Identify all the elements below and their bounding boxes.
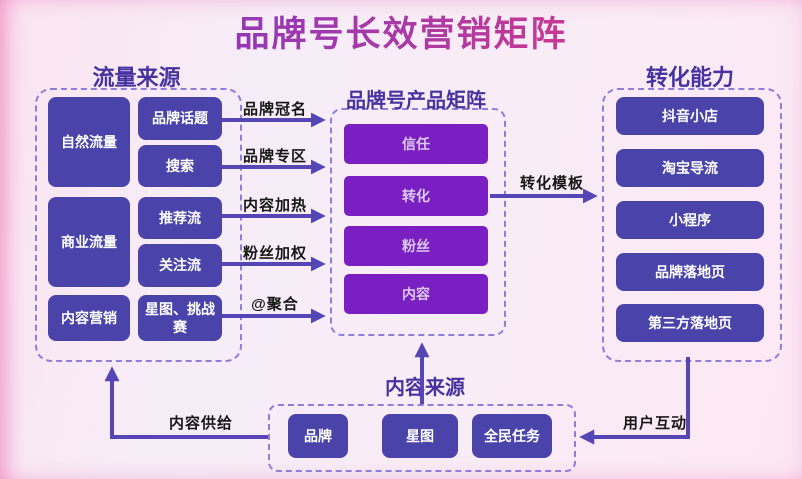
- arrow-label-brand-zone: 品牌专区: [242, 148, 307, 165]
- conversion-thirdparty-landing-box: 第三方落地页: [616, 304, 764, 342]
- arrow-label-fan-weighting: 粉丝加权: [242, 245, 307, 262]
- traffic-brand-topic-box: 品牌话题: [138, 97, 222, 140]
- arrow-label-at-aggregation: @聚合: [251, 296, 299, 313]
- product-content-box: 内容: [344, 274, 488, 314]
- traffic-group-title: 流量来源: [92, 65, 181, 90]
- product-group-title: 品牌号产品矩阵: [346, 90, 486, 112]
- conversion-miniprogram-box: 小程序: [616, 201, 764, 239]
- traffic-follow-flow-box: 关注流: [138, 244, 222, 287]
- arrow-label-user-interaction: 用户互动: [622, 415, 687, 432]
- product-group-container: [330, 108, 506, 336]
- content-star-map-box: 星图: [382, 414, 458, 458]
- product-conversion-box: 转化: [344, 176, 488, 216]
- content-brand-box: 品牌: [288, 414, 348, 458]
- conversion-brand-landing-box: 品牌落地页: [616, 253, 764, 291]
- conversion-taobao-box: 淘宝导流: [616, 149, 764, 187]
- content-group-container: [268, 404, 576, 472]
- product-trust-box: 信任: [344, 124, 488, 164]
- arrow-label-content-heating: 内容加热: [242, 197, 307, 214]
- traffic-recommend-flow-box: 推荐流: [138, 197, 222, 239]
- traffic-group-container: [35, 88, 242, 362]
- traffic-search-box: 搜索: [138, 145, 222, 187]
- product-fans-box: 粉丝: [344, 226, 488, 266]
- arrow-label-conversion-template: 转化模板: [519, 175, 584, 192]
- arrow-label-brand-naming: 品牌冠名: [242, 101, 307, 118]
- content-group-title: 内容来源: [385, 377, 465, 399]
- traffic-commercial-box: 商业流量: [48, 197, 130, 287]
- content-public-task-box: 全民任务: [472, 414, 552, 458]
- arrow-label-content-supply: 内容供给: [168, 415, 233, 432]
- conversion-group-title: 转化能力: [645, 65, 734, 90]
- page-title: 品牌号长效营销矩阵: [0, 6, 802, 57]
- conversion-douyin-shop-box: 抖音小店: [616, 97, 764, 135]
- traffic-content-marketing-box: 内容营销: [48, 295, 130, 341]
- conversion-group-container: [602, 88, 782, 362]
- traffic-star-challenge-box: 星图、挑战赛: [138, 295, 222, 341]
- traffic-natural-box: 自然流量: [48, 97, 130, 187]
